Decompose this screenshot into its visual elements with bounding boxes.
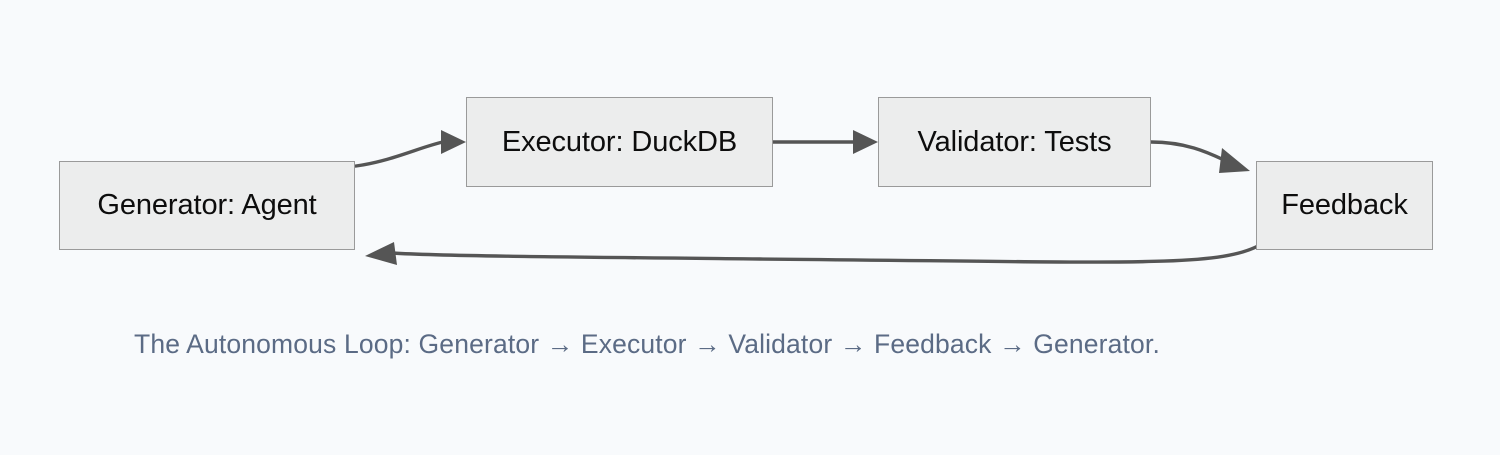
edge-executor-to-validator	[771, 130, 878, 154]
edge-generator-to-executor	[354, 130, 466, 168]
arrowhead-to-validator-icon	[853, 130, 878, 154]
arrowhead-to-generator-icon	[365, 242, 397, 265]
arrowhead-to-executor-icon	[441, 130, 466, 154]
node-generator[interactable]: Generator: Agent	[59, 161, 355, 250]
node-validator[interactable]: Validator: Tests	[878, 97, 1151, 187]
node-feedback-label: Feedback	[1281, 189, 1408, 221]
node-executor[interactable]: Executor: DuckDB	[466, 97, 773, 187]
node-generator-label: Generator: Agent	[97, 189, 317, 221]
edge-feedback-to-generator-line	[390, 244, 1260, 264]
node-executor-label: Executor: DuckDB	[501, 125, 738, 158]
node-feedback[interactable]: Feedback	[1256, 161, 1433, 250]
node-validator-label: Validator: Tests	[917, 125, 1112, 158]
edge-validator-to-feedback	[1149, 140, 1250, 173]
diagram-caption: The Autonomous Loop: Generator → Executo…	[134, 329, 1160, 359]
edge-feedback-to-generator	[365, 242, 1260, 265]
edge-validator-to-feedback-line	[1149, 140, 1226, 162]
edge-generator-to-executor-line	[354, 140, 445, 168]
arrowhead-to-feedback-icon	[1219, 148, 1250, 173]
